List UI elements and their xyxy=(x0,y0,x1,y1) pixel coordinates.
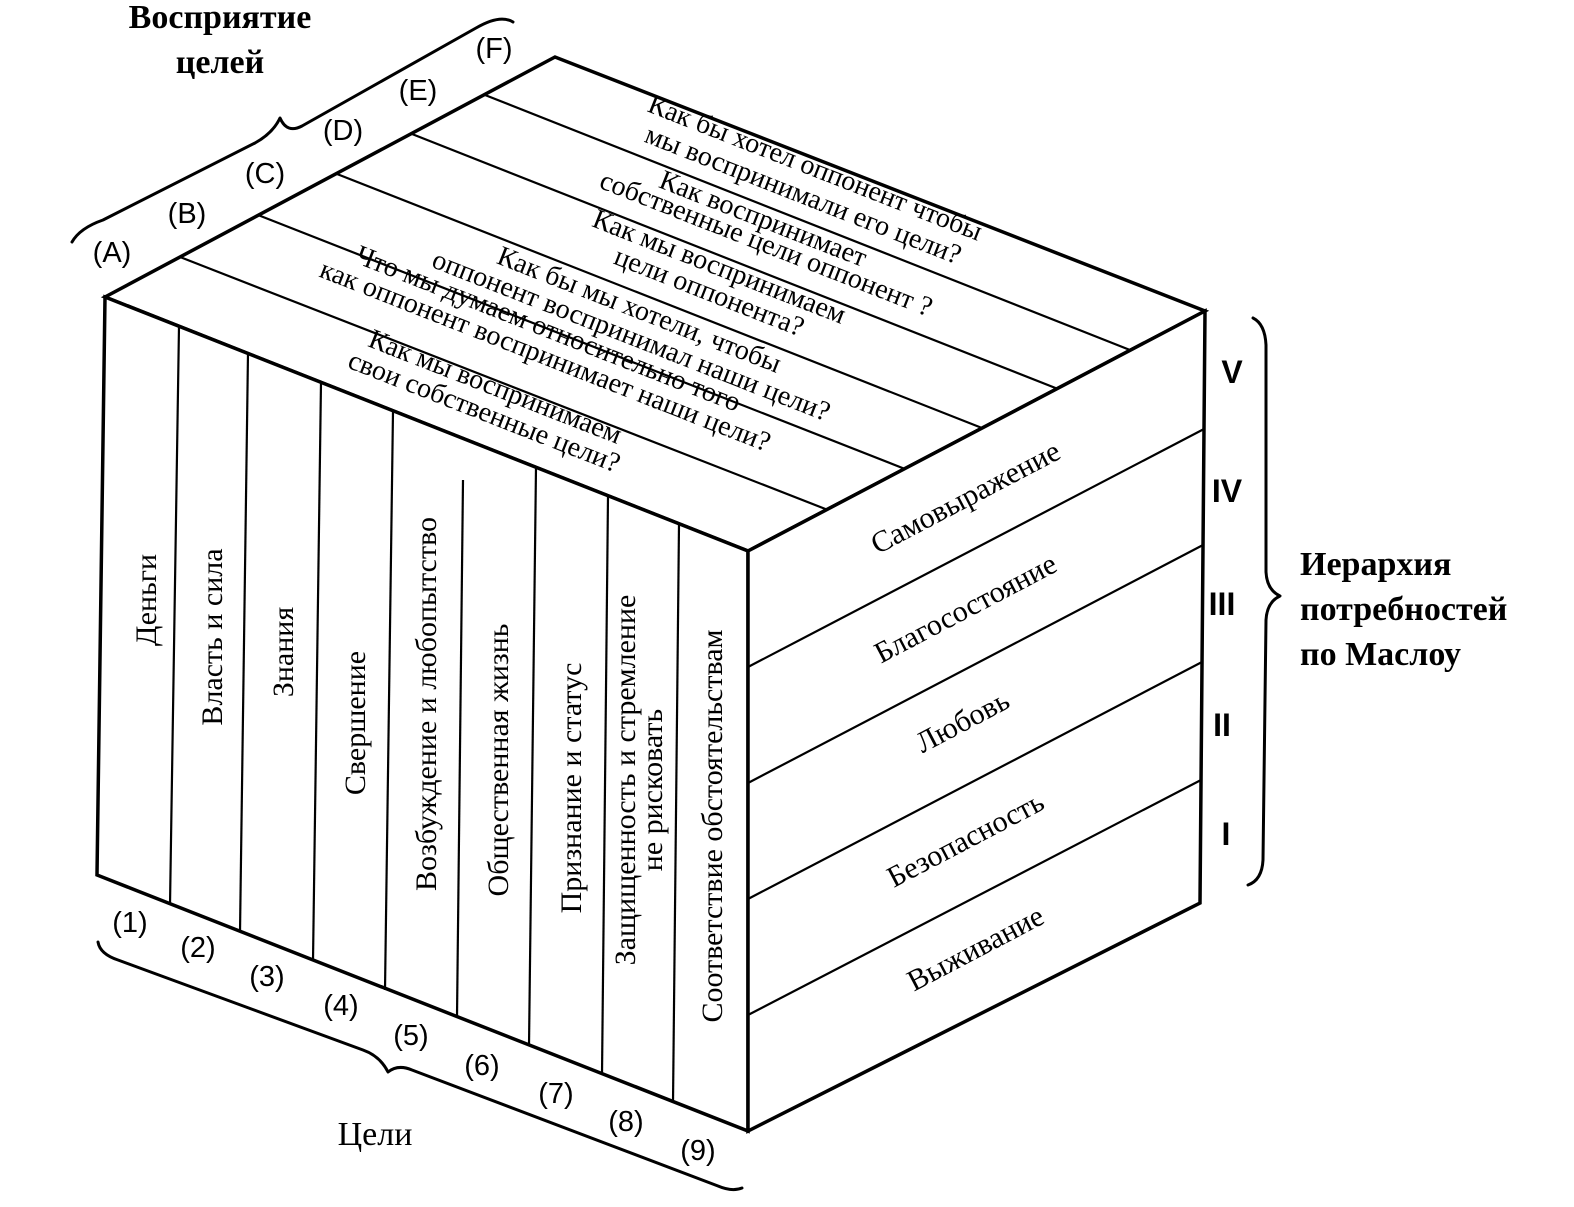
goal-marker-7: (7) xyxy=(538,1078,573,1110)
goal-marker-5: (5) xyxy=(393,1020,428,1052)
goals-brace xyxy=(96,940,744,1192)
goal-label-2: Власть и сила xyxy=(196,548,229,725)
need-roman-4: IV xyxy=(1212,473,1243,509)
goal-markers: (1) (2) (3) (4) (5) (6) (7) (8) (9) xyxy=(112,907,715,1167)
cube-right-face xyxy=(746,308,1207,1134)
perception-marker-c: (C) xyxy=(245,158,285,190)
goal-marker-8: (8) xyxy=(608,1106,643,1138)
perception-brace xyxy=(70,17,515,244)
goal-column-dividers xyxy=(168,325,681,1104)
goal-label-1: Деньги xyxy=(130,554,163,646)
need-roman-5: V xyxy=(1221,354,1243,390)
goal-marker-1: (1) xyxy=(112,907,147,939)
perception-marker-a: (A) xyxy=(93,237,132,269)
goals-title: Цели xyxy=(338,1116,413,1153)
goal-marker-3: (3) xyxy=(249,961,284,993)
perception-markers: (A) (B) (C) (D) (E) (F) xyxy=(93,33,513,269)
perception-marker-b: (B) xyxy=(168,198,207,230)
goal-label-3: Знания xyxy=(267,607,300,698)
need-roman-1: I xyxy=(1222,816,1231,852)
need-dividers xyxy=(747,428,1205,1016)
goal-label-8-line1: Защищенность и стремление xyxy=(609,595,642,966)
perception-dividers xyxy=(179,93,1131,512)
perception-marker-e: (E) xyxy=(399,75,438,107)
hierarchy-title-line3: по Маслоу xyxy=(1300,636,1461,673)
goal-marker-4: (4) xyxy=(323,990,358,1022)
goal-label-5: Возбуждение и любопытство xyxy=(410,517,443,891)
hierarchy-title-line1: Иерархия xyxy=(1300,546,1451,583)
perception-title-line2: целей xyxy=(176,44,264,81)
need-roman-2: II xyxy=(1213,707,1231,743)
goal-label-7: Признание и статус xyxy=(555,663,588,914)
goal-labels: Деньги Власть и сила Знания Свершение Во… xyxy=(130,517,729,1023)
goal-marker-2: (2) xyxy=(180,932,215,964)
goal-label-4: Свершение xyxy=(339,651,372,795)
need-roman-3: III xyxy=(1209,586,1236,622)
goal-label-9: Соответствие обстоятельствам xyxy=(696,629,729,1022)
goal-label-6: Общественная жизнь xyxy=(482,624,515,897)
goal-marker-9: (9) xyxy=(680,1135,715,1167)
goal-label-8-line2: не рисковать xyxy=(636,709,669,871)
perception-marker-d: (D) xyxy=(323,115,363,147)
perception-title-line1: Восприятие xyxy=(129,0,312,36)
goal-marker-6: (6) xyxy=(464,1050,499,1082)
perception-marker-f: (F) xyxy=(475,33,512,65)
hierarchy-title-line2: потребностей xyxy=(1300,591,1507,628)
need-roman-numerals: V IV III II I xyxy=(1209,354,1244,852)
needs-brace xyxy=(1246,316,1282,887)
